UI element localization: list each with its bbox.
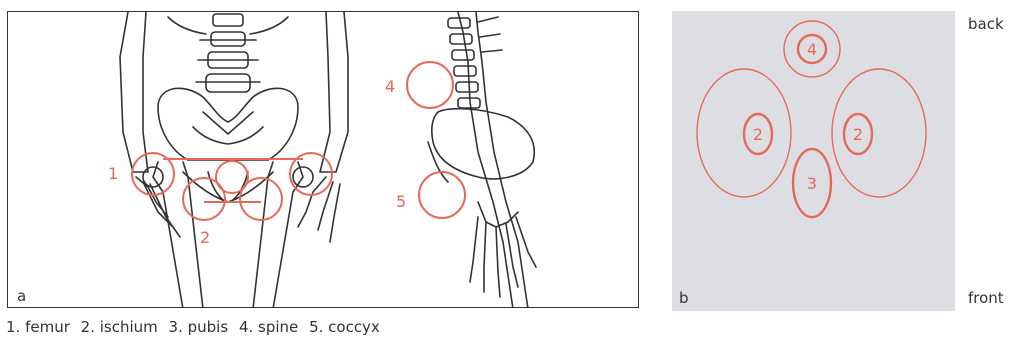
front-label: front: [968, 289, 1004, 307]
region-label-ischium-left: 2: [753, 125, 763, 144]
panel-a-letter: a: [17, 287, 26, 305]
panel-b-letter: b: [679, 289, 689, 307]
side-vertebrae: [448, 18, 480, 108]
region-label-pubis: 3: [807, 174, 817, 193]
callout-label-5: 5: [396, 192, 406, 211]
spine-vertebrae: [196, 14, 260, 92]
region-label-spine: 4: [807, 40, 817, 59]
region-ischium-right-outer: [832, 69, 926, 197]
right-arm: [320, 12, 348, 172]
legend-item-ischium: 2. ischium: [81, 318, 158, 336]
callout-circle-5: [419, 172, 465, 218]
left-arm: [120, 12, 148, 172]
side-skeleton: [428, 12, 536, 308]
legend-item-femur: 1. femur: [6, 318, 70, 336]
pelvis: [158, 88, 298, 160]
region-label-ischium-right: 2: [853, 125, 863, 144]
callout-label-2: 2: [200, 228, 210, 247]
panel-a: 1 2 4 5 a: [7, 11, 639, 308]
legend-item-spine: 4. spine: [239, 318, 298, 336]
skeleton-illustration: 1 2 4 5: [8, 12, 639, 308]
panel-b: 4 2 2 3 b: [672, 11, 955, 311]
side-hand: [470, 217, 536, 297]
back-label: back: [968, 15, 1004, 33]
callout-label-4: 4: [385, 77, 395, 96]
callout-circle-4: [407, 62, 453, 108]
callout-circle-3: [216, 161, 248, 193]
legend-item-pubis: 3. pubis: [169, 318, 229, 336]
pressure-map: 4 2 2 3: [672, 11, 955, 311]
legend-item-coccyx: 5. coccyx: [309, 318, 380, 336]
callout-label-1: 1: [108, 164, 118, 183]
legend: 1. femur 2. ischium 3. pubis 4. spine 5.…: [6, 318, 386, 336]
